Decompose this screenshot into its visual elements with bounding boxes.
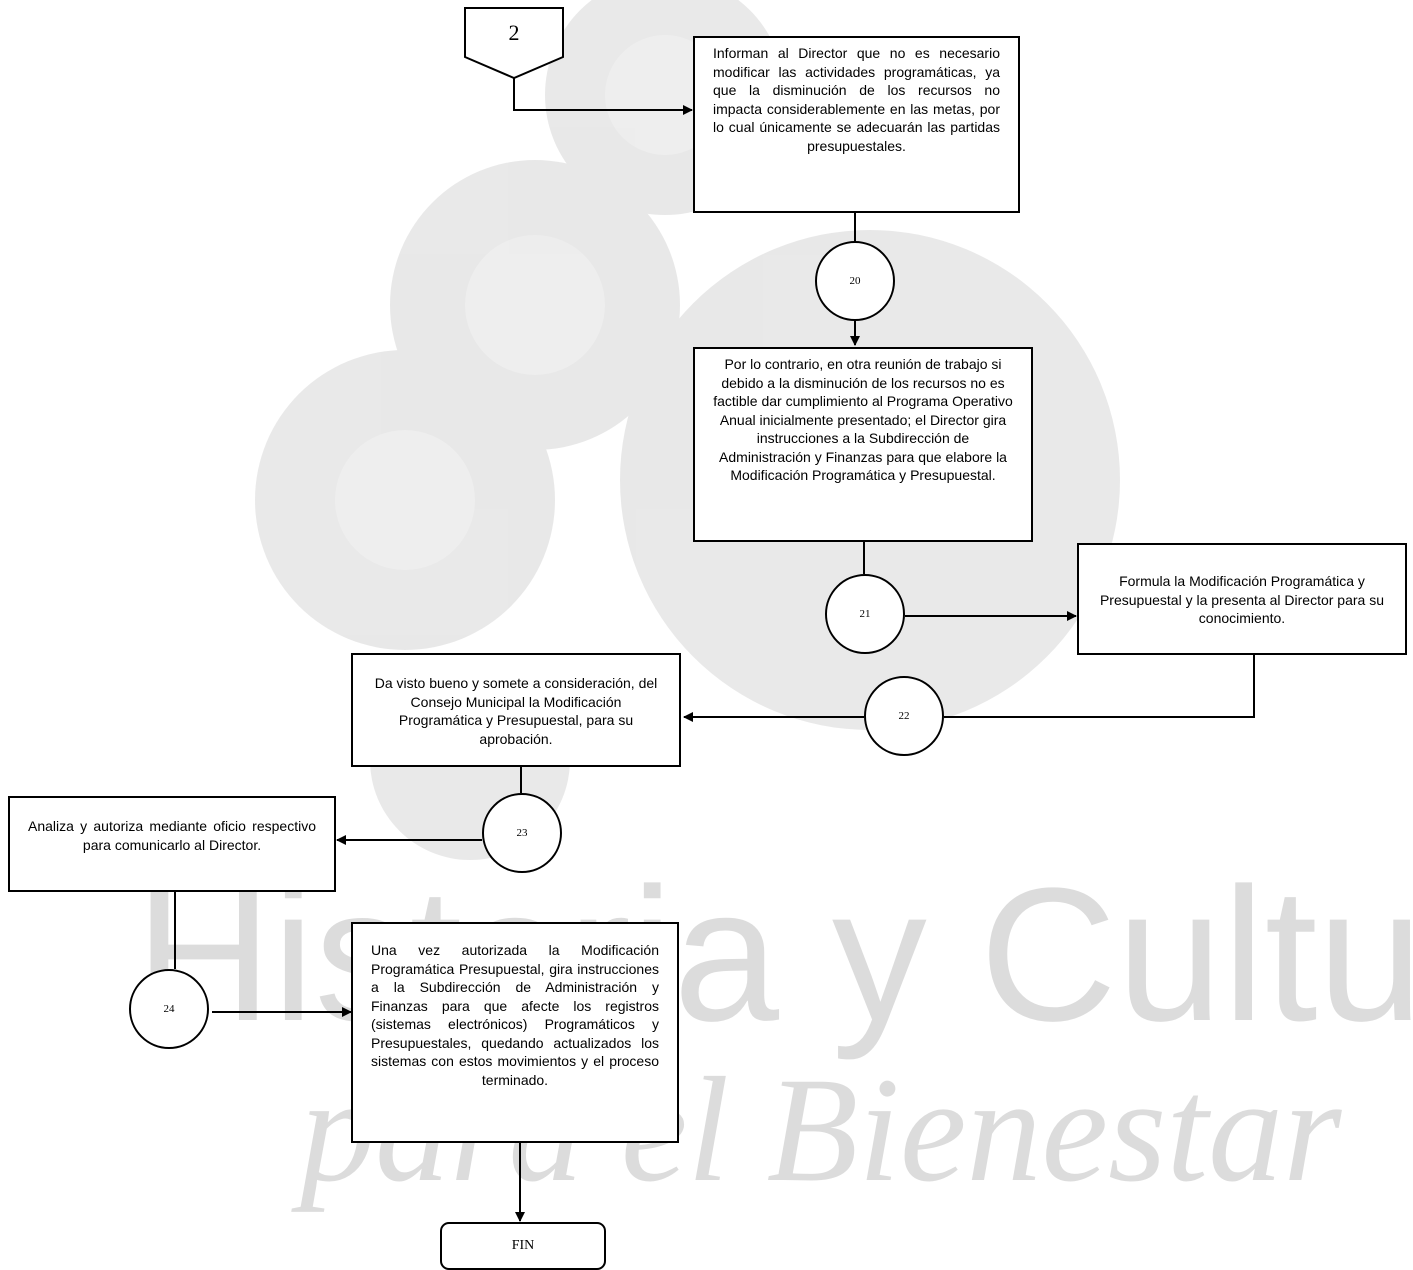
step-number-circle: 21: [825, 574, 905, 654]
end-terminator: FIN: [440, 1222, 606, 1270]
step-box-una-vez-autorizada: Una vez autorizada la Modificación Progr…: [351, 922, 679, 1143]
step-box-analiza: Analiza y autoriza mediante oficio respe…: [8, 796, 336, 892]
offpage-connector-shape: [464, 7, 564, 80]
step-box-formula: Formula la Modificación Programática y P…: [1077, 543, 1407, 655]
step-number-circle: 20: [815, 241, 895, 321]
line-box3-c22: [944, 655, 1255, 718]
step-number-circle: 23: [482, 793, 562, 873]
step-box-por-lo-contrario: Por lo contrario, en otra reunión de tra…: [693, 347, 1033, 542]
step-number-circle: 22: [864, 676, 944, 756]
offpage-connector-label: 2: [508, 20, 520, 45]
step-number-circle: 24: [129, 969, 209, 1049]
step-box-da-visto-bueno: Da visto bueno y somete a consideración,…: [351, 653, 681, 767]
arrow-2-to-step: [513, 78, 693, 115]
step-box-informan: Informan al Director que no es necesario…: [693, 36, 1020, 213]
